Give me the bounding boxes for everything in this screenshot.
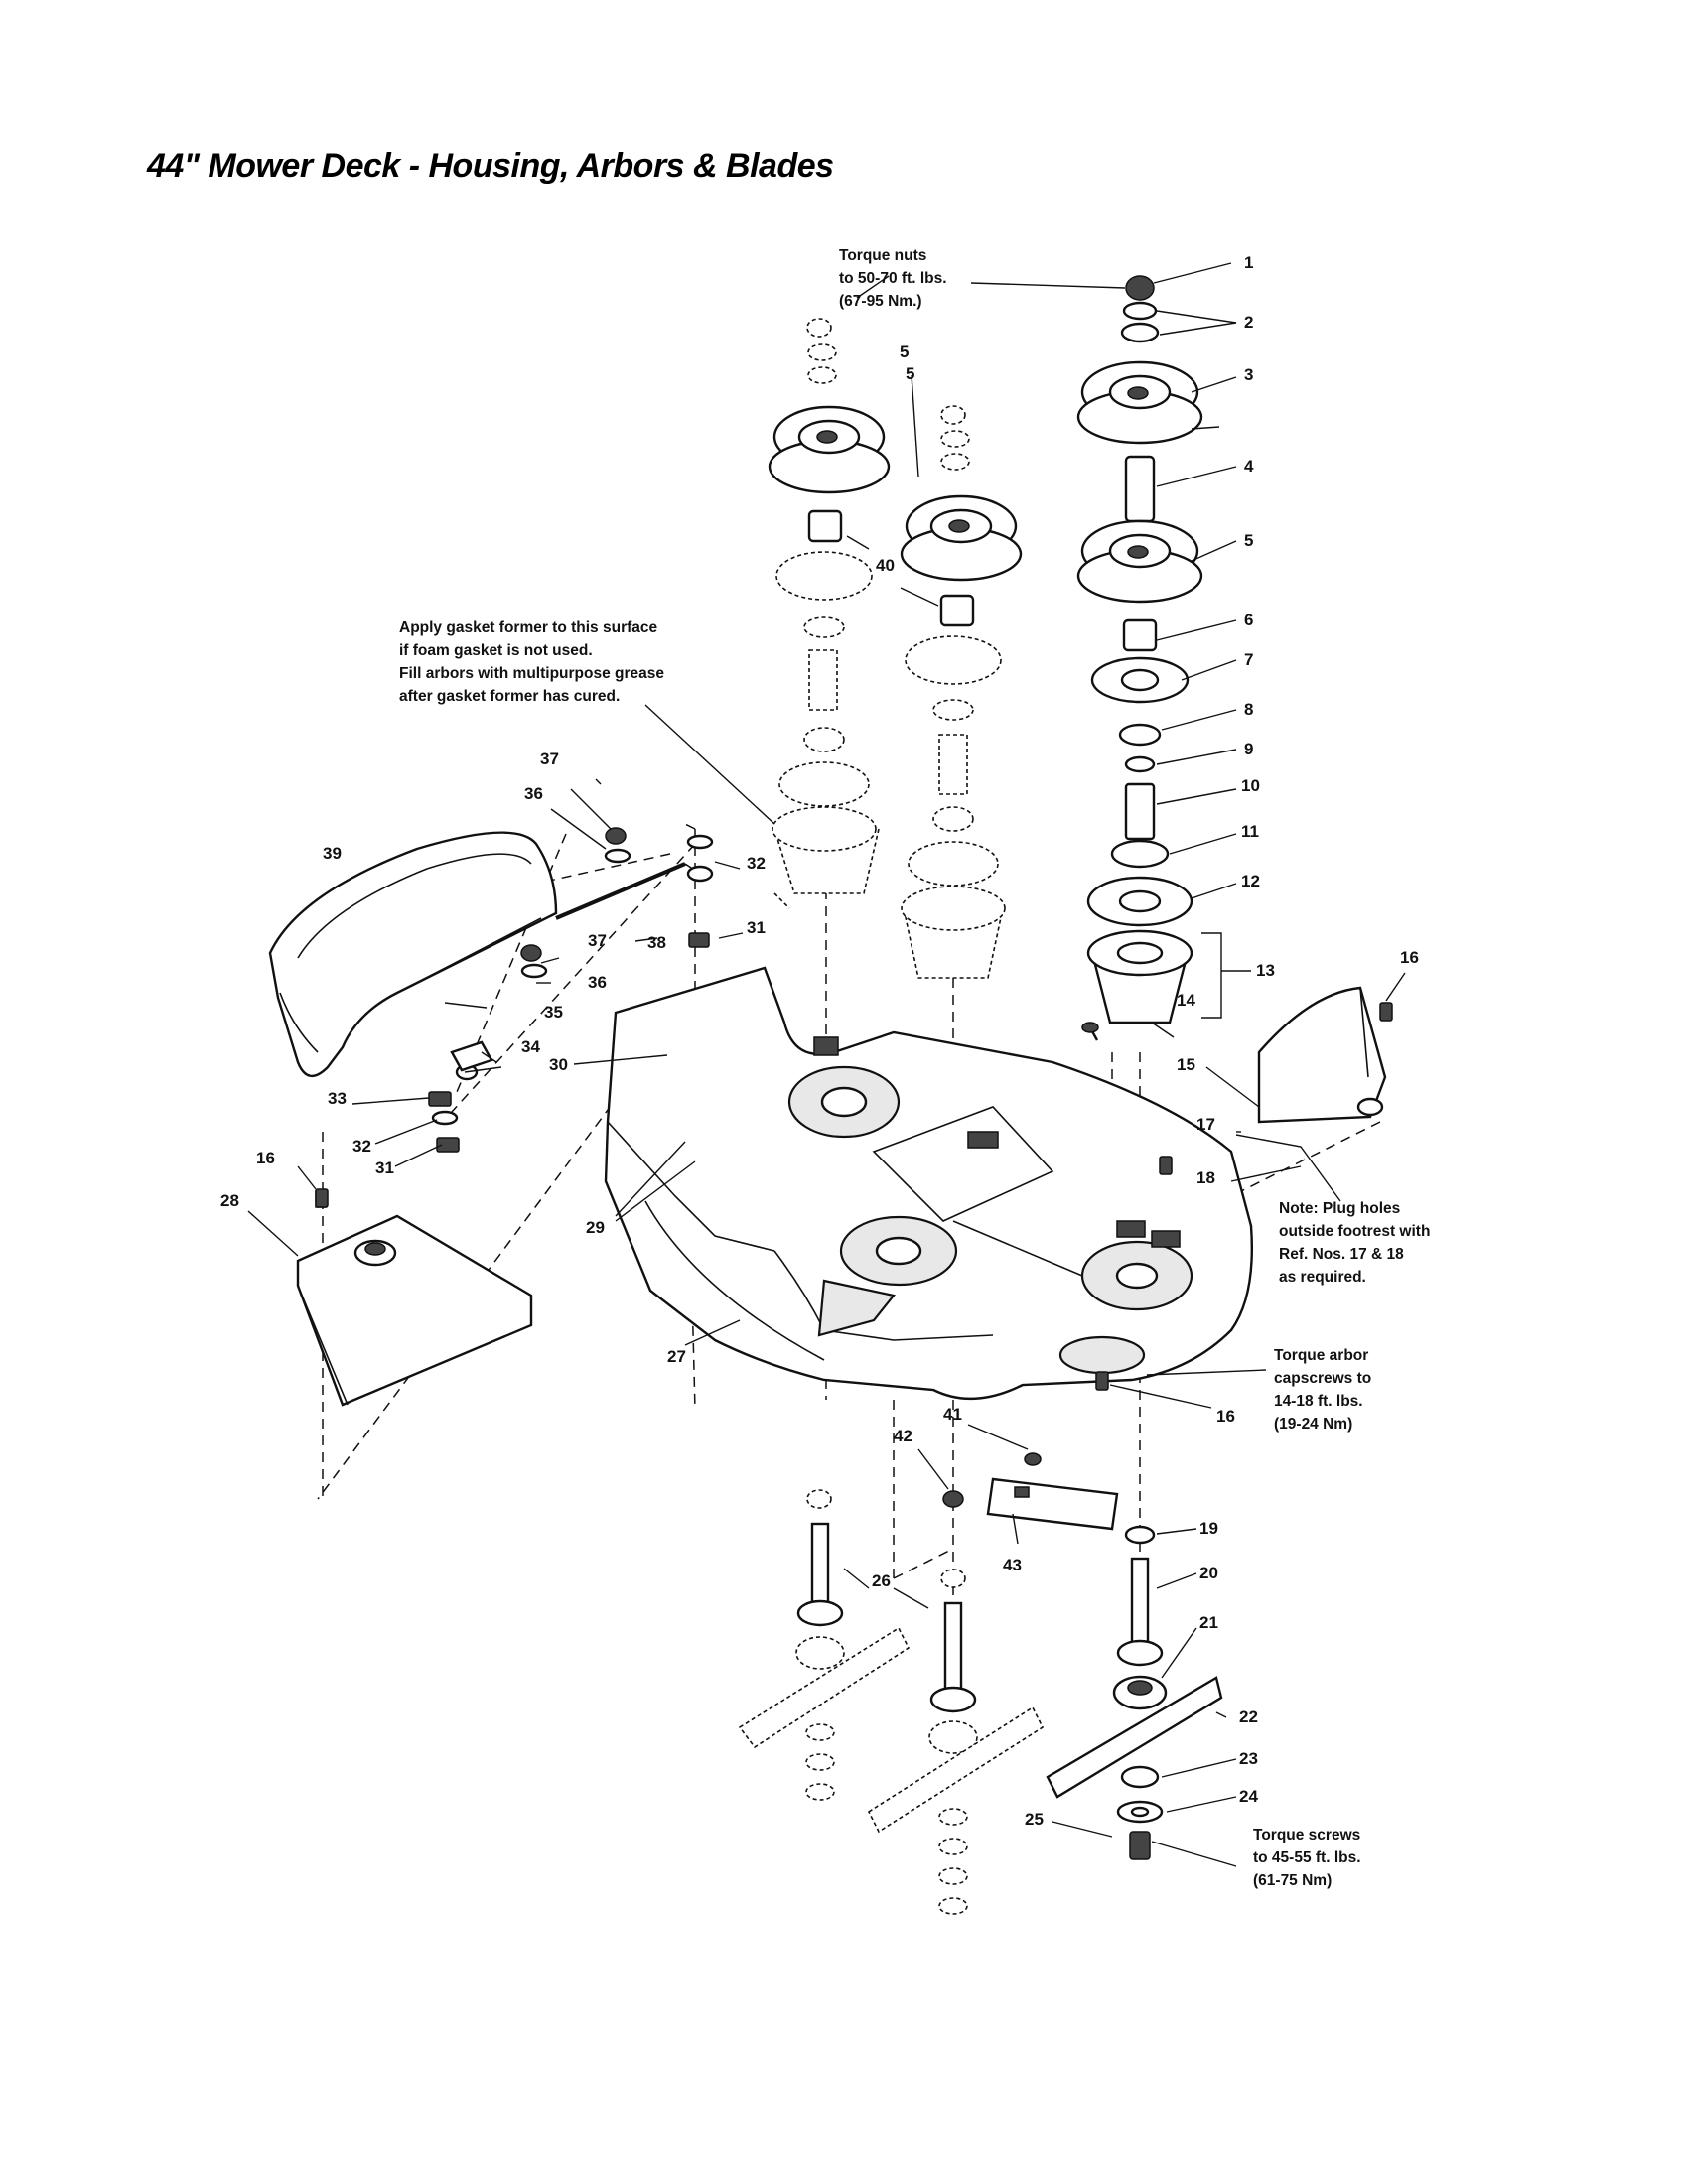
callout-1: 1 — [1244, 253, 1253, 272]
callout-14: 14 — [1177, 991, 1195, 1010]
callout-4: 4 — [1244, 457, 1254, 476]
callout-42: 42 — [894, 1427, 912, 1445]
svg-text:capscrews to: capscrews to — [1274, 1370, 1371, 1387]
callout-38: 38 — [647, 933, 666, 952]
callout-6: 6 — [1244, 611, 1253, 629]
callout-36a: 36 — [524, 784, 543, 803]
note-torque-arbor: Torque arbor capscrews to 14-18 ft. lbs.… — [1274, 1347, 1371, 1433]
callout-37b: 37 — [588, 931, 607, 950]
callout-5c: 5 — [906, 364, 914, 383]
callout-11: 11 — [1241, 822, 1259, 841]
callout-5b: 5 — [900, 342, 909, 361]
callout-31a: 31 — [747, 918, 766, 937]
callouts: 1 2 3 4 5 5 5 6 7 8 9 10 11 12 13 14 15 … — [220, 253, 1419, 1829]
callout-32a: 32 — [747, 854, 766, 873]
svg-text:to 50-70 ft. lbs.: to 50-70 ft. lbs. — [839, 270, 947, 287]
svg-text:14-18 ft. lbs.: 14-18 ft. lbs. — [1274, 1393, 1363, 1410]
svg-text:to 45-55 ft. lbs.: to 45-55 ft. lbs. — [1253, 1849, 1361, 1866]
note-torque-screws: Torque screws to 45-55 ft. lbs. (61-75 N… — [1253, 1827, 1361, 1889]
callout-13: 13 — [1256, 961, 1275, 980]
callout-28: 28 — [220, 1191, 239, 1210]
callout-12: 12 — [1241, 872, 1260, 890]
svg-text:Fill arbors with multipurpose: Fill arbors with multipurpose grease — [399, 665, 664, 682]
note-plug-holes: Note: Plug holes outside footrest with R… — [1279, 1200, 1430, 1286]
svg-text:Torque nuts: Torque nuts — [839, 247, 926, 264]
callout-2: 2 — [1244, 313, 1253, 332]
callout-22: 22 — [1239, 1707, 1258, 1726]
belt-shield-left — [296, 1190, 533, 1407]
callout-25: 25 — [1025, 1810, 1044, 1829]
callout-39: 39 — [323, 844, 342, 863]
callout-17: 17 — [1196, 1115, 1215, 1134]
chute-deflector — [268, 831, 558, 1077]
callout-23: 23 — [1239, 1749, 1258, 1768]
page-title: 44" Mower Deck - Housing, Arbors & Blade… — [147, 147, 834, 185]
spindle-blade-center — [867, 1569, 1045, 1915]
deflector-hardware — [428, 827, 714, 1153]
callout-21: 21 — [1199, 1613, 1218, 1632]
note-torque-nuts: Torque nuts to 50-70 ft. lbs. (67-95 Nm.… — [839, 247, 947, 310]
callout-20: 20 — [1199, 1564, 1218, 1582]
pulley-stack-left — [768, 318, 891, 909]
svg-text:(61-75 Nm): (61-75 Nm) — [1253, 1872, 1332, 1889]
callout-36b: 36 — [588, 973, 607, 992]
callout-9: 9 — [1244, 740, 1253, 758]
svg-text:Ref. Nos. 17 & 18: Ref. Nos. 17 & 18 — [1279, 1246, 1404, 1263]
pulley-stack-center — [900, 405, 1023, 979]
callout-24: 24 — [1239, 1787, 1258, 1806]
spindle-blade-left — [738, 1489, 911, 1801]
callout-35: 35 — [544, 1003, 563, 1022]
note-gasket: Apply gasket former to this surface if f… — [399, 619, 664, 705]
callout-16a: 16 — [1400, 948, 1419, 967]
leader-lines — [247, 262, 1406, 1867]
pulley-stack-right-arbor — [1076, 275, 1203, 1041]
callout-5: 5 — [1244, 531, 1253, 550]
deflector-rod — [555, 862, 701, 920]
callout-43: 43 — [1003, 1556, 1022, 1574]
callout-7: 7 — [1244, 650, 1253, 669]
callout-33: 33 — [328, 1089, 347, 1108]
svg-text:as required.: as required. — [1279, 1269, 1366, 1286]
belt-shield-right — [1257, 986, 1387, 1124]
callout-16b: 16 — [1216, 1407, 1235, 1426]
callout-15: 15 — [1177, 1055, 1195, 1074]
callout-29: 29 — [586, 1218, 605, 1237]
callout-19: 19 — [1199, 1519, 1218, 1538]
callout-41: 41 — [943, 1405, 962, 1424]
fastener-bolts — [315, 1002, 1393, 1391]
svg-text:if foam gasket is not used.: if foam gasket is not used. — [399, 642, 593, 659]
svg-text:outside footrest with: outside footrest with — [1279, 1223, 1430, 1240]
callout-32b: 32 — [352, 1137, 371, 1156]
callout-30: 30 — [549, 1055, 568, 1074]
svg-text:Torque arbor: Torque arbor — [1274, 1347, 1368, 1364]
callout-3: 3 — [1244, 365, 1253, 384]
callout-16c: 16 — [256, 1149, 275, 1167]
svg-text:(67-95 Nm.): (67-95 Nm.) — [839, 293, 922, 310]
callout-18: 18 — [1196, 1168, 1215, 1187]
callout-26: 26 — [872, 1571, 891, 1590]
callout-34: 34 — [521, 1037, 540, 1056]
svg-text:Torque screws: Torque screws — [1253, 1827, 1360, 1843]
callout-10: 10 — [1241, 776, 1260, 795]
svg-text:(19-24 Nm): (19-24 Nm) — [1274, 1416, 1352, 1433]
callout-40: 40 — [876, 556, 895, 575]
callout-8: 8 — [1244, 700, 1253, 719]
baffle-plate — [942, 1452, 1119, 1531]
callout-37a: 37 — [540, 750, 559, 768]
svg-text:Note: Plug holes: Note: Plug holes — [1279, 1200, 1400, 1217]
callout-31b: 31 — [375, 1159, 394, 1177]
svg-text:Apply gasket former to this su: Apply gasket former to this surface — [399, 619, 658, 636]
svg-text:after gasket former has cured.: after gasket former has cured. — [399, 688, 620, 705]
spindle-blade-right — [1046, 1525, 1223, 1860]
mower-deck-housing — [604, 966, 1254, 1400]
callout-27: 27 — [667, 1347, 686, 1366]
